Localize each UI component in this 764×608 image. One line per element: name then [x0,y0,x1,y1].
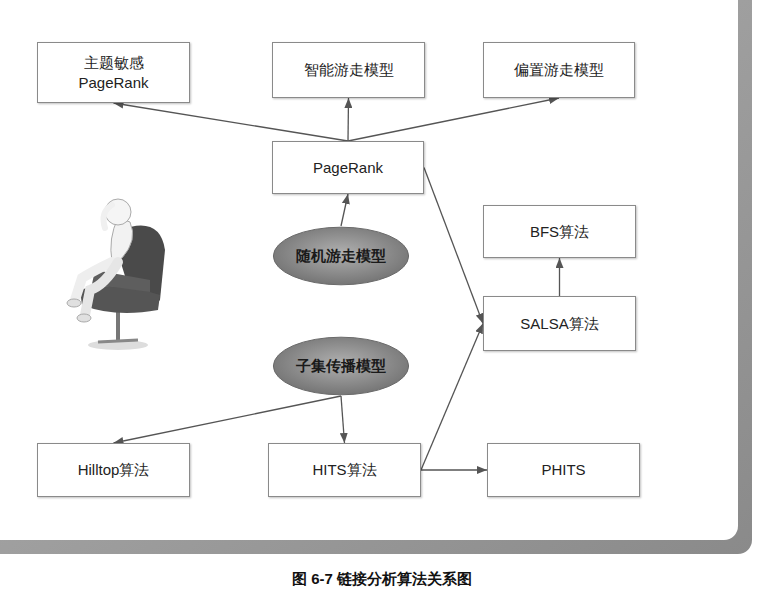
algorithm-box: HITS算法 [268,443,421,497]
connector-arrow [341,194,348,226]
node-label: HITS算法 [312,460,376,480]
node-label: 智能游走模型 [304,60,394,80]
connector-arrow [559,258,560,296]
algorithm-box: 智能游走模型 [272,42,425,98]
node-text-group: 子集传播模型 [296,356,386,376]
node-label: 子集传播模型 [296,356,386,376]
node-text-group: 智能游走模型 [304,60,394,80]
model-ellipse: 子集传播模型 [272,336,410,396]
thinking-figure [67,199,165,350]
connector-arrow [114,103,349,141]
node-label: SALSA算法 [520,314,598,334]
node-label: Hilltop算法 [78,460,150,480]
connector-arrow [341,396,345,443]
node-label: 随机游走模型 [296,246,386,266]
node-text-group: SALSA算法 [520,314,598,334]
caption-text: 图 6-7 链接分析算法关系图 [292,570,472,587]
node-label: PHITS [541,460,585,480]
algorithm-box: 主题敏感 PageRank [37,42,190,103]
figure-caption: 图 6-7 链接分析算法关系图 [292,570,472,589]
node-text-group: BFS算法 [530,222,589,242]
model-ellipse: 随机游走模型 [272,226,410,286]
algorithm-box: PageRank [272,141,424,194]
node-label: 主题敏感 PageRank [66,53,161,92]
node-text-group: 偏置游走模型 [514,60,604,80]
node-text-group: 主题敏感 PageRank [66,53,161,92]
connector-arrow [347,98,349,141]
connector-arrow [424,168,483,324]
node-label: 偏置游走模型 [514,60,604,80]
node-label: BFS算法 [530,222,589,242]
ellipse-outline [273,227,408,285]
algorithm-box: SALSA算法 [483,296,636,351]
panel [0,0,738,540]
connector-arrow [421,469,487,470]
algorithm-box: PHITS [487,443,640,497]
algorithm-box: Hilltop算法 [37,443,190,497]
ellipse-outline [273,337,408,395]
connector-arrow [348,98,559,141]
algorithm-box: 偏置游走模型 [483,42,635,98]
connector-arrow [421,324,483,471]
connector-arrow [114,396,342,443]
algorithm-box: BFS算法 [483,205,636,258]
node-text-group: 随机游走模型 [296,246,386,266]
node-text-group: PHITS [541,460,585,480]
node-text-group: HITS算法 [312,460,376,480]
node-text-group: Hilltop算法 [78,460,150,480]
node-label: PageRank [313,158,383,178]
panel-shadow [0,0,752,554]
node-text-group: PageRank [313,158,383,178]
